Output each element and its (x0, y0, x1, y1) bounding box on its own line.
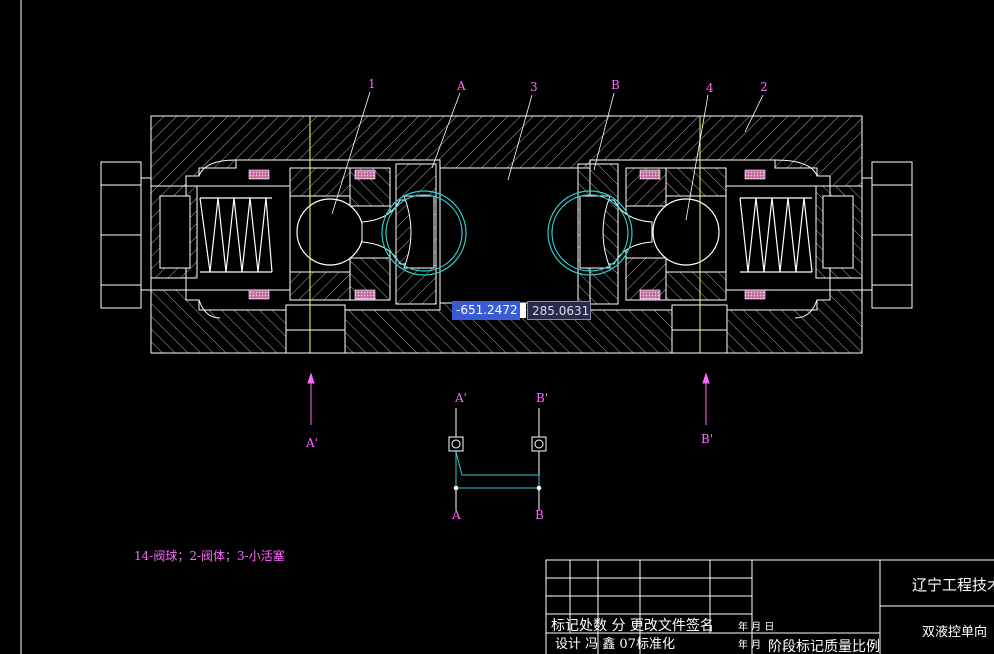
seals (248, 169, 766, 300)
right-spring[interactable] (739, 197, 813, 273)
title-row1: 标记处数 分 更改文件签名 (551, 617, 714, 634)
coordinate-x-value: -651.2472 (456, 303, 518, 317)
leader-lines (331, 91, 764, 221)
schematic-label-bottom-right: B (535, 508, 544, 522)
text-caret (520, 303, 526, 318)
coordinate-y-value: 285.0631 (532, 304, 590, 318)
schematic-label-top-right: B' (536, 391, 548, 405)
left-ball[interactable] (296, 198, 364, 266)
callout-4: 4 (706, 81, 714, 95)
right-ball[interactable] (652, 198, 720, 266)
left-piston[interactable] (361, 163, 437, 305)
schematic-label-top-left: A' (454, 391, 467, 405)
central-chamber[interactable] (439, 167, 591, 304)
title-row1-date: 年 月 日 (738, 620, 774, 633)
schematic-label-bottom-left: A (451, 508, 461, 522)
title-row2: 设计 冯 鑫 07标准化 (555, 636, 675, 652)
cyan-circles (381, 190, 633, 276)
section-arrows (307, 372, 710, 425)
centerlines (309, 116, 701, 353)
title-row2-right: 阶段标记质量比例 (768, 639, 880, 654)
section-mark-right: B' (701, 432, 713, 446)
coordinate-y-input[interactable]: 285.0631 (527, 301, 591, 320)
title-block[interactable] (545, 559, 994, 654)
parts-note: 14-阀球；2-阀体；3-小活塞 (134, 548, 285, 563)
callout-a: A (456, 79, 466, 93)
hydraulic-schematic[interactable] (448, 408, 547, 510)
title-row2-date: 年 月 (738, 638, 761, 651)
title-drawing-name: 双液控单向 (922, 624, 987, 640)
section-mark-left: A' (305, 436, 318, 450)
coordinate-x-input[interactable]: -651.2472 (452, 301, 526, 320)
callout-1: 1 (368, 77, 376, 91)
right-end-plug[interactable] (815, 161, 913, 309)
callout-3: 3 (530, 80, 538, 94)
left-spring[interactable] (199, 197, 273, 273)
right-piston[interactable] (577, 163, 653, 305)
left-end-plug[interactable] (100, 161, 198, 309)
title-school: 辽宁工程技术 (912, 576, 994, 594)
callout-b: B (611, 78, 620, 92)
callout-2: 2 (760, 80, 768, 94)
